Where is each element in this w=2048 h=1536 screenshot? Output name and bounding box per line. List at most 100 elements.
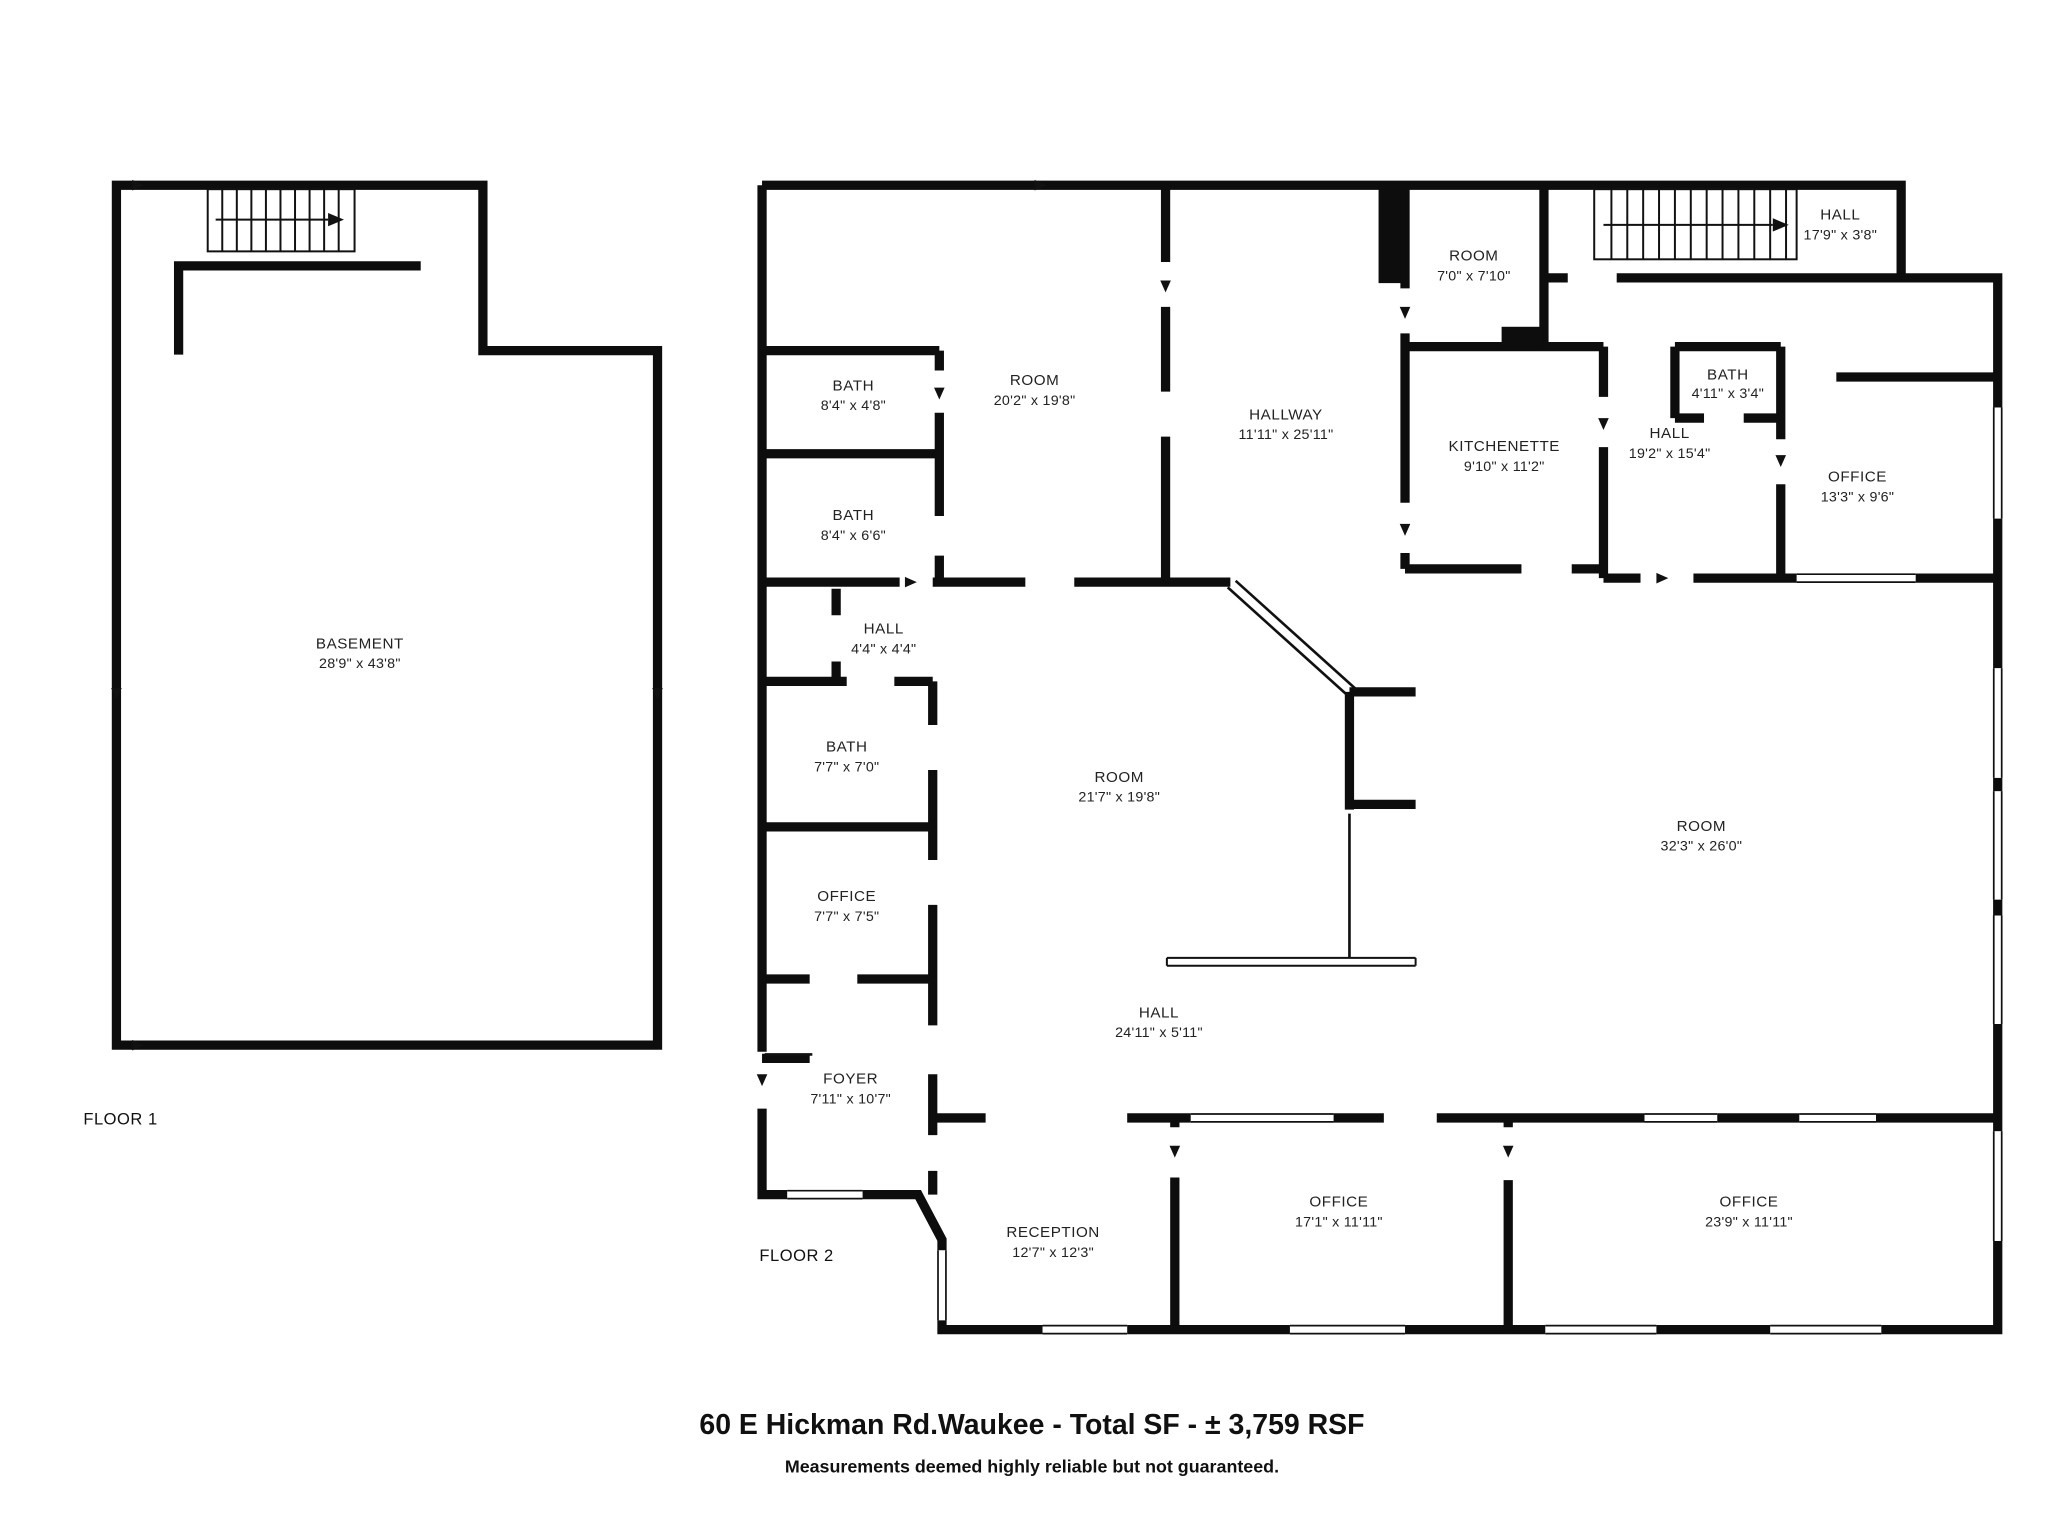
hall-mid-dims: 19'2" x 15'4" [1629, 446, 1711, 462]
office-ne-dims: 13'3" x 9'6" [1821, 489, 1894, 505]
floor2-interior-walls [762, 185, 1998, 1330]
floor1-interior-walls [173, 261, 421, 355]
door-arrow-icon [1160, 280, 1171, 293]
window [787, 1186, 863, 1203]
floor2-windows [787, 407, 2006, 1338]
room3-dims: 32'3" x 26'0" [1661, 839, 1743, 855]
window [1796, 570, 1916, 587]
floor1-outer-walls [111, 180, 663, 1050]
page-disclaimer: Measurements deemed highly reliable but … [785, 1456, 1279, 1476]
window [1042, 1321, 1128, 1338]
room1-dims: 20'2" x 19'8" [994, 393, 1076, 409]
door-arrow-icon [132, 1039, 145, 1051]
reception-dims: 12'7" x 12'3" [1012, 1245, 1094, 1261]
kitchenette-dims: 9'10" x 11'2" [1464, 459, 1545, 475]
kitchenette-name: KITCHENETTE [1449, 438, 1560, 455]
room-top-name: ROOM [1449, 248, 1498, 265]
foyer-dims: 7'11" x 10'7" [810, 1091, 891, 1107]
floor2-thin-features [764, 579, 1417, 1056]
window [1190, 1113, 1334, 1123]
floor2-room-labels: BATH 8'4" x 4'8" ROOM 20'2" x 19'8" ROOM… [810, 207, 1894, 1261]
office-s2-name: OFFICE [1720, 1194, 1779, 1211]
floor1-label: FLOOR 1 [83, 1110, 157, 1129]
hall-long-dims: 24'11" x 5'11" [1115, 1025, 1203, 1041]
window [1644, 1113, 1718, 1123]
floor1-door-markers [111, 179, 663, 1051]
window [1545, 1321, 1657, 1338]
door-arrow-icon [1598, 418, 1609, 430]
foyer-name: FOYER [823, 1071, 878, 1088]
floor2-stairs [1593, 188, 1798, 261]
window [1770, 1321, 1882, 1338]
office-w-dims: 7'7" x 7'5" [814, 909, 879, 925]
door-arrow-icon [111, 687, 122, 700]
window [1989, 1131, 2006, 1241]
bath3-dims: 7'7" x 7'0" [814, 759, 879, 775]
bath-small-name: BATH [1707, 367, 1749, 384]
window [1770, 1324, 1882, 1335]
bath1-name: BATH [833, 377, 875, 394]
bath-small-dims: 4'11" x 3'4" [1692, 386, 1764, 402]
office-s1-name: OFFICE [1309, 1194, 1368, 1211]
room3-name: ROOM [1677, 818, 1726, 835]
room2-name: ROOM [1095, 769, 1144, 786]
window [1799, 1109, 1877, 1126]
door-arrow-icon [1034, 179, 1047, 191]
door-arrow-icon [756, 1074, 768, 1087]
floor2-stairs-arrow-icon [1772, 218, 1789, 232]
office-s1-dims: 17'1" x 11'11" [1295, 1214, 1383, 1230]
hall-top-dims: 17'9" x 3'8" [1804, 227, 1877, 243]
door-arrow-icon [904, 576, 917, 588]
hallway-dims: 11'11" x 25'11" [1239, 427, 1334, 443]
window [1992, 1131, 2003, 1241]
room1-name: ROOM [1010, 372, 1059, 389]
window [1989, 668, 2006, 778]
floor2-label: FLOOR 2 [759, 1246, 833, 1265]
floor2-outer-walls [757, 180, 2003, 1335]
floor1-plan: BASEMENT 28'9" x 43'8" FLOOR 1 [83, 179, 663, 1129]
hall-small-name: HALL [864, 621, 904, 638]
door-arrow-icon [1656, 572, 1669, 584]
hallway-name: HALLWAY [1249, 406, 1323, 423]
window [1289, 1321, 1406, 1338]
window [1992, 791, 2003, 900]
floor2-door-markers [756, 179, 1787, 1158]
floor2-stairs-outline [1593, 188, 1798, 261]
office-ne-name: OFFICE [1828, 469, 1887, 486]
office-w-name: OFFICE [817, 888, 876, 905]
glass-diagonal-partition [1226, 579, 1357, 697]
bath2-dims: 8'4" x 6'6" [821, 528, 886, 544]
hall-small-dims: 4'4" x 4'4" [851, 642, 916, 658]
window [1042, 1324, 1128, 1335]
floor1-stairs [206, 188, 356, 253]
window [1796, 573, 1916, 583]
window [1992, 668, 2003, 778]
hall-long-name: HALL [1139, 1004, 1179, 1021]
page-title: 60 E Hickman Rd.Waukee - Total SF - ± 3,… [699, 1409, 1364, 1441]
door-arrow-icon [934, 387, 945, 400]
wall-mass [1378, 185, 1406, 284]
window [1289, 1324, 1406, 1335]
hall-mid-name: HALL [1650, 425, 1690, 442]
floor1-stairs-arrow-icon [328, 213, 344, 227]
window [1989, 915, 2006, 1024]
door-arrow-icon [1399, 523, 1411, 536]
window [1545, 1324, 1657, 1335]
window [1989, 791, 2006, 900]
door-arrow-icon [652, 687, 663, 700]
floor2-plan: BATH 8'4" x 4'8" ROOM 20'2" x 19'8" ROOM… [756, 179, 2006, 1338]
wall-mass [1501, 326, 1544, 347]
window [934, 1250, 950, 1321]
room2-dims: 21'7" x 19'8" [1078, 790, 1160, 806]
window [1989, 407, 2006, 519]
bath3-name: BATH [826, 738, 868, 755]
reception-name: RECEPTION [1006, 1224, 1099, 1241]
office-s2-dims: 23'9" x 11'11" [1705, 1214, 1793, 1230]
door-opening [1383, 1109, 1437, 1126]
door-arrow-icon [1169, 1145, 1181, 1158]
door-arrow-icon [1502, 1145, 1514, 1158]
stair-railing [1165, 956, 1417, 967]
window [1992, 915, 2003, 1024]
room-top-dims: 7'0" x 7'10" [1437, 268, 1510, 284]
